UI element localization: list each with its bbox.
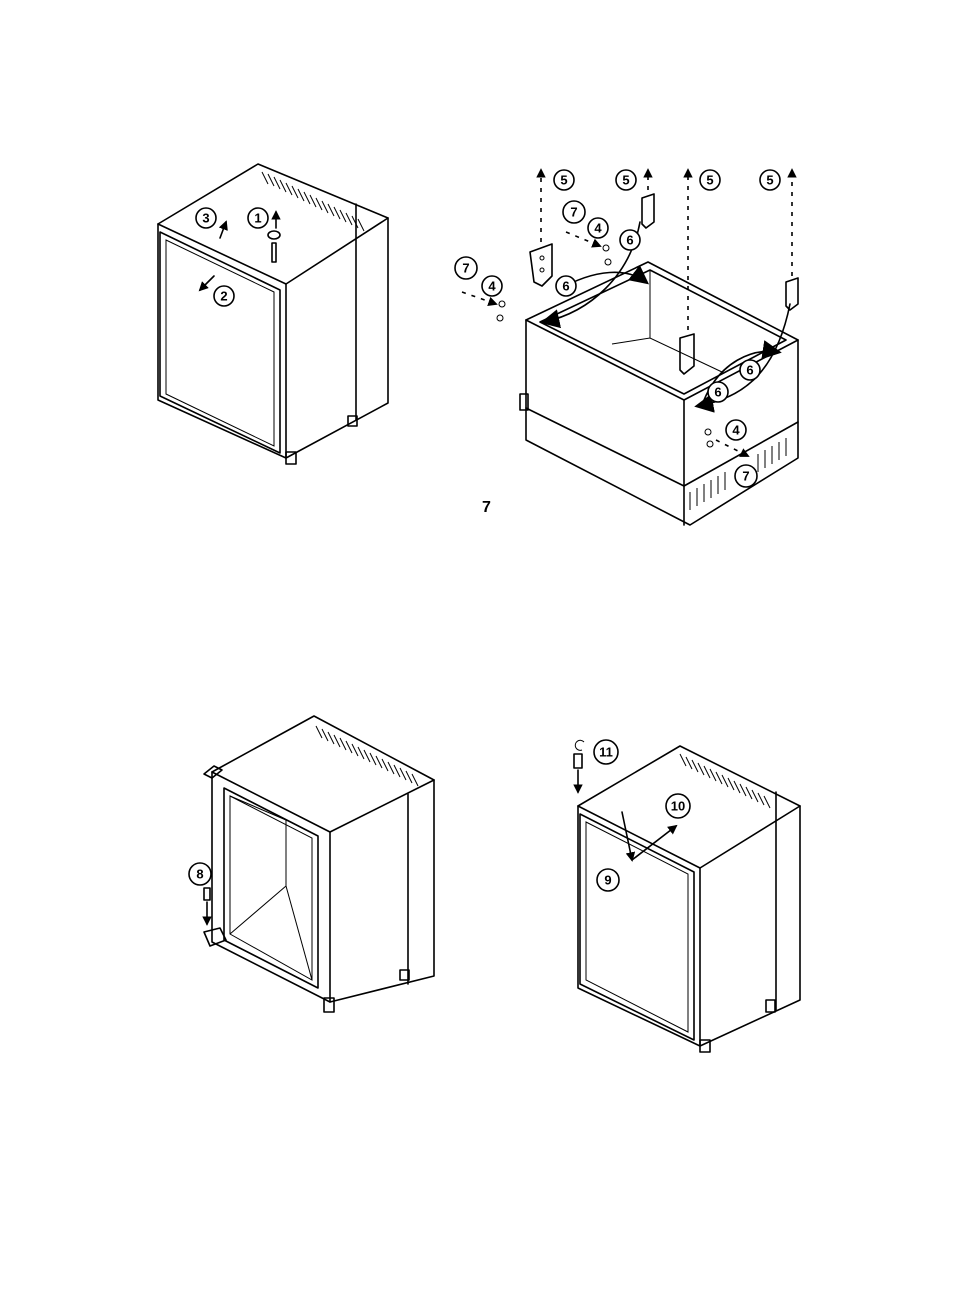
callout-7-c: 7 (735, 465, 757, 487)
svg-text:7: 7 (570, 205, 577, 220)
callout-6-d: 6 (740, 360, 760, 380)
svg-text:6: 6 (562, 279, 569, 294)
callout-9: 9 (597, 869, 619, 891)
svg-text:5: 5 (766, 173, 773, 188)
fridge-step4-panel (574, 740, 800, 1052)
svg-text:5: 5 (706, 173, 713, 188)
svg-text:4: 4 (594, 221, 602, 236)
svg-text:6: 6 (746, 363, 753, 378)
svg-text:6: 6 (626, 233, 633, 248)
callout-4-c: 4 (726, 420, 746, 440)
svg-text:9: 9 (604, 873, 611, 888)
callout-5-a: 5 (554, 170, 574, 190)
callout-5-b: 5 (616, 170, 636, 190)
callout-6-b: 6 (556, 276, 576, 296)
hinge-middle-icon (680, 334, 694, 374)
callout-3: 3 (196, 208, 216, 228)
svg-text:5: 5 (560, 173, 567, 188)
callout-7-b: 7 (455, 257, 477, 279)
frame-step3-panel (204, 716, 434, 1012)
hinge-right-icon (786, 278, 798, 310)
callout-2: 2 (214, 286, 234, 306)
callout-5-c: 5 (700, 170, 720, 190)
callout-1: 1 (248, 208, 268, 228)
fridge-step1-panel (158, 164, 388, 464)
hinge-left-icon (530, 244, 552, 286)
svg-text:4: 4 (732, 423, 740, 438)
svg-text:2: 2 (220, 289, 227, 304)
svg-text:7: 7 (462, 261, 469, 276)
callout-5-d: 5 (760, 170, 780, 190)
callout-7-a: 7 (563, 201, 585, 223)
svg-text:5: 5 (622, 173, 629, 188)
callout-4-b: 4 (482, 276, 502, 296)
callout-10: 10 (666, 794, 690, 818)
callout-8: 8 (189, 863, 211, 885)
svg-text:1: 1 (254, 211, 261, 226)
callout-11: 11 (594, 740, 618, 764)
callout-4-a: 4 (588, 218, 608, 238)
svg-text:7: 7 (742, 469, 749, 484)
svg-text:8: 8 (196, 867, 203, 882)
svg-text:11: 11 (599, 745, 613, 760)
svg-text:6: 6 (714, 385, 721, 400)
svg-text:4: 4 (488, 279, 496, 294)
callout-6-c: 6 (708, 382, 728, 402)
callout-6-a: 6 (620, 230, 640, 250)
hinge-top-icon (642, 194, 654, 228)
svg-text:3: 3 (202, 211, 209, 226)
figure-number: 7 (482, 499, 491, 516)
svg-text:10: 10 (671, 799, 685, 814)
